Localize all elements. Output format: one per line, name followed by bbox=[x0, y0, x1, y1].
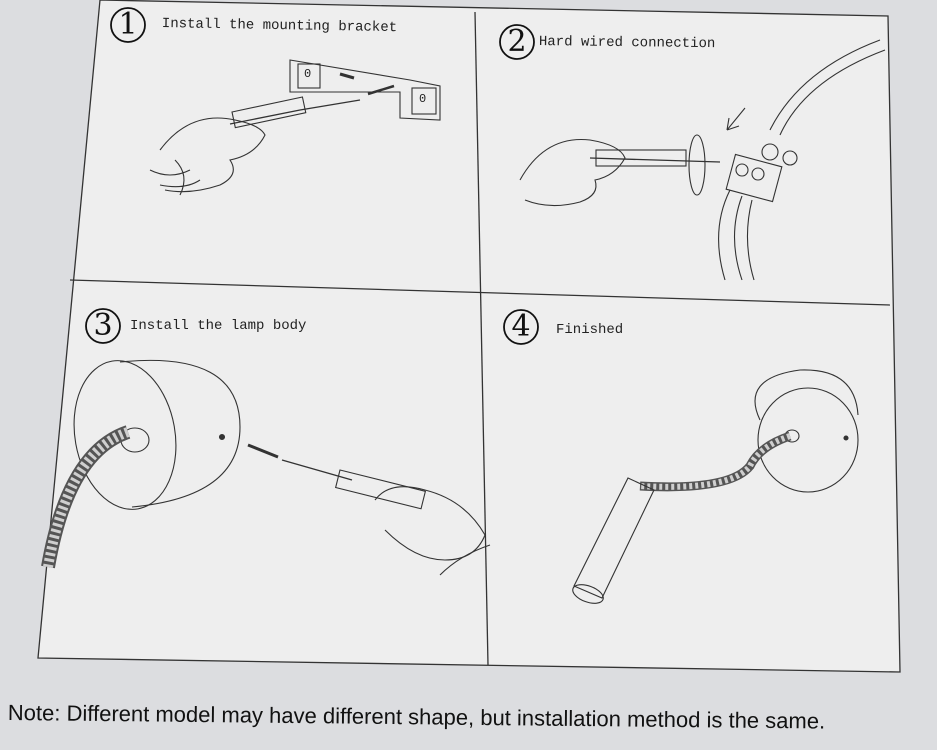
panel-3-illustration bbox=[41, 359, 491, 576]
screw-icon bbox=[339, 72, 355, 80]
paper bbox=[38, 0, 900, 672]
terminal-screw bbox=[735, 163, 749, 177]
screwdriver-icon bbox=[589, 157, 721, 163]
bracket bbox=[289, 59, 441, 121]
step-4-number: 4 bbox=[511, 309, 531, 344]
bracket-hole-right-label: 0 bbox=[419, 92, 427, 106]
ground-screw bbox=[761, 143, 779, 161]
step-3-number: 3 bbox=[93, 308, 113, 343]
step-3-circle bbox=[85, 308, 121, 344]
step-1-circle bbox=[110, 7, 146, 43]
bracket-hole-right bbox=[411, 87, 437, 115]
screw-icon bbox=[247, 443, 279, 459]
terminal-screw bbox=[751, 167, 765, 181]
power-cable bbox=[769, 39, 881, 131]
step-1-number: 1 bbox=[118, 7, 138, 42]
wire bbox=[718, 189, 731, 281]
power-cable bbox=[779, 49, 886, 136]
vertical-divider bbox=[474, 11, 489, 666]
canopy-side bbox=[119, 359, 241, 508]
terminal-block bbox=[725, 153, 783, 203]
step-4-circle bbox=[503, 309, 539, 345]
step-2-number: 2 bbox=[507, 24, 527, 59]
bracket-hole-left bbox=[297, 63, 321, 89]
panel-4-illustration bbox=[572, 369, 859, 604]
rotation-arrow-icon bbox=[688, 134, 706, 196]
screw-hole bbox=[218, 433, 226, 441]
hand-icon bbox=[374, 486, 486, 561]
hand-detail bbox=[439, 544, 491, 576]
panel-1-illustration bbox=[149, 59, 441, 196]
screwdriver-handle bbox=[595, 149, 687, 167]
canopy-front bbox=[73, 360, 177, 510]
screwdriver-handle bbox=[334, 469, 427, 510]
wire bbox=[733, 195, 743, 281]
lamp-cylinder bbox=[573, 477, 655, 599]
step-4-title: Finished bbox=[556, 322, 624, 338]
screwdriver-icon bbox=[229, 99, 361, 125]
braided-cable-pattern bbox=[43, 427, 130, 568]
panel-border bbox=[37, 0, 901, 673]
screwdriver-icon bbox=[281, 459, 353, 481]
step-2-title: Hard wired connection bbox=[538, 34, 716, 53]
down-arrow-icon bbox=[726, 107, 746, 131]
step-2-circle bbox=[499, 24, 535, 60]
wire bbox=[746, 199, 755, 281]
screw-icon bbox=[367, 84, 395, 96]
lamp-opening bbox=[572, 584, 604, 604]
hand-icon bbox=[159, 117, 266, 193]
braided-cable-pattern bbox=[639, 433, 791, 490]
hand-detail bbox=[149, 159, 201, 196]
canopy-front bbox=[757, 387, 859, 493]
screw-hole bbox=[843, 435, 849, 441]
hand-icon bbox=[519, 138, 626, 207]
step-3-title: Install the lamp body bbox=[130, 318, 307, 334]
ground-screw bbox=[782, 150, 798, 166]
bracket-hole-left-label: 0 bbox=[304, 67, 312, 81]
panel-2-illustration bbox=[519, 39, 886, 281]
canopy-side bbox=[754, 369, 859, 421]
